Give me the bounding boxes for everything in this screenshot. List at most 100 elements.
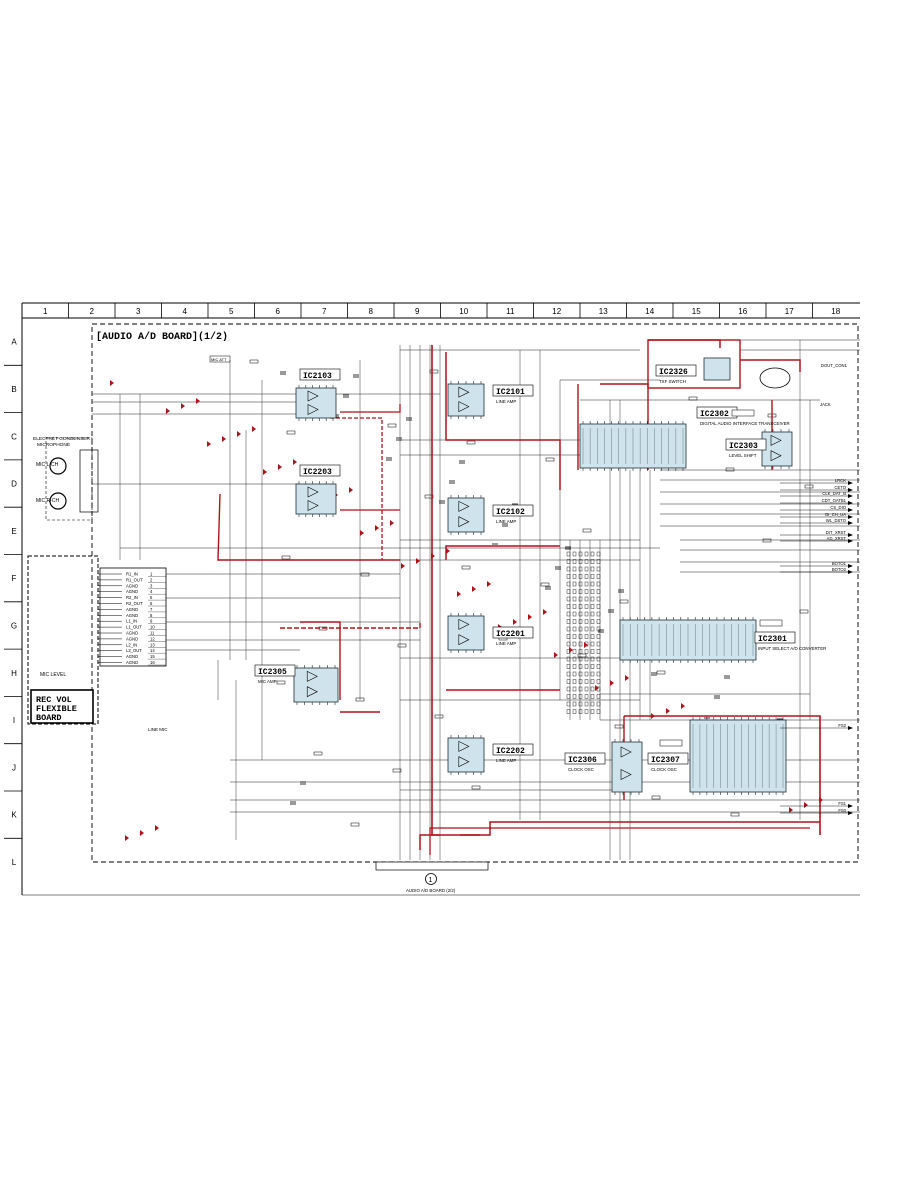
component-array-cell <box>578 611 583 617</box>
signal-arrow-icon <box>848 501 853 505</box>
component-array-cell <box>590 551 595 557</box>
ic2203-name: IC2203 <box>303 468 332 477</box>
resistor-icon <box>619 599 629 604</box>
row-letter: E <box>11 527 16 536</box>
ic2326-tag-box <box>655 364 697 377</box>
right-signal-label: CLK_DAT_B <box>822 491 846 496</box>
component-array-cell <box>566 679 571 684</box>
ic2305-tag-box <box>254 664 296 677</box>
signal-arrow-icon <box>848 488 853 492</box>
resistor-icon <box>360 572 370 577</box>
ic2301-desc: INPUT SELECT A/D CONVERTER <box>758 646 826 651</box>
ic2102-desc: LINE AMP <box>496 519 516 524</box>
wiring <box>92 339 860 860</box>
rec-vol-line1: REC VOL <box>36 695 72 705</box>
signal-arrow-icon <box>848 481 853 485</box>
bottom-ref-circle <box>425 873 437 885</box>
component-array-cell <box>596 701 601 707</box>
resistor-icon <box>387 423 397 428</box>
flex-signal-label: AGND <box>126 660 138 665</box>
signal-arrow-icon <box>140 830 144 836</box>
component-array-cell <box>584 679 589 684</box>
component-array-cell <box>584 596 589 602</box>
signal-arrow-icon <box>166 408 170 414</box>
signal-arrow-icon <box>651 713 655 719</box>
ic2305-desc: MIC AMP <box>258 679 277 684</box>
signal-path <box>431 345 440 836</box>
flex-pin-number: 13 <box>150 642 155 647</box>
signal-arrow-icon <box>375 525 379 531</box>
right-signal-label: FS0 <box>838 808 846 813</box>
ic2303-name: IC2303 <box>729 442 758 451</box>
component-array-cell <box>584 709 589 714</box>
ic2301-name: IC2301 <box>758 635 787 644</box>
signal-arrow-icon <box>569 647 573 653</box>
component-array-cell <box>572 634 577 639</box>
resistor-icon <box>313 751 323 756</box>
signal-arrow-icon <box>293 459 297 465</box>
signal-arrow-icon <box>584 642 588 648</box>
flex-pin-number: 2 <box>150 577 153 582</box>
row-letter: C <box>11 432 17 441</box>
column-number: 3 <box>136 307 141 316</box>
flex-pin-number: 8 <box>150 613 153 618</box>
column-number: 12 <box>552 307 561 316</box>
signal-arrow-icon <box>207 441 211 447</box>
ic2302-desc: DIGITAL AUDIO INTERFACE TRANSCEIVER <box>700 421 790 426</box>
flex-signal-label: AGND <box>126 654 138 659</box>
right-edge-signals: LRCKCETOCLK_DAT_BCDT_OATB1CS_DIODI_CH_UA… <box>780 478 853 815</box>
flex-signal-label: L1_OUT <box>126 625 142 630</box>
component-array-cell <box>566 604 571 609</box>
flex-signal-label: AGND <box>126 636 138 641</box>
component-array-cell <box>566 574 571 579</box>
ic2203-package <box>295 483 337 515</box>
component-array-cell <box>566 709 571 714</box>
component-array-cell <box>572 619 577 624</box>
component-array-cell <box>572 709 577 714</box>
column-number: 17 <box>785 307 794 316</box>
component-array-cell <box>572 611 577 617</box>
component-array-cell <box>566 641 571 647</box>
row-letter: F <box>12 574 17 583</box>
component-array-cell <box>566 551 571 557</box>
column-number: 11 <box>506 307 515 316</box>
signal-path <box>740 359 801 372</box>
flex-signal-label: L2_OUT <box>126 648 142 653</box>
right-signal-label: BOTO1 <box>832 561 847 566</box>
ic2307-tag-box <box>647 752 689 765</box>
signal-arrow-icon <box>610 680 614 686</box>
blank-tag-box <box>731 409 755 417</box>
ic2307-desc: CLOCK OSC <box>651 767 677 772</box>
component-array-cell <box>590 686 595 692</box>
component-array-cell <box>578 574 583 579</box>
right-signal-label: CETO <box>834 485 846 490</box>
signal-arrow-icon <box>360 530 364 536</box>
right-signal-label: CS_DIO <box>830 505 846 510</box>
component-array-cell <box>590 626 595 632</box>
component-array-cell <box>566 694 571 699</box>
component-array-cell <box>596 566 601 572</box>
mic-att-box <box>209 355 231 363</box>
signal-arrow-icon <box>848 533 853 537</box>
op-amp-icon <box>306 670 318 682</box>
flex-pin-number: 4 <box>150 589 153 594</box>
component-array-cell <box>566 671 571 677</box>
blank-tag-box <box>659 739 683 747</box>
resistor-icon <box>582 528 592 533</box>
ic2202-package <box>447 737 485 773</box>
column-number: 13 <box>599 307 608 316</box>
flex-pin-number: 10 <box>150 625 155 630</box>
ic2307-name: IC2307 <box>651 756 680 765</box>
signal-arrow-icon <box>848 494 853 498</box>
component-array-cell <box>572 566 577 572</box>
ic2306-name: IC2306 <box>568 756 597 765</box>
op-amp-icon <box>307 486 319 498</box>
component-array-cell <box>596 626 601 632</box>
flex-pin-number: 14 <box>150 648 155 653</box>
op-amp-icon <box>458 756 470 768</box>
component-array-cell <box>596 611 601 617</box>
resistor-icon <box>429 369 439 374</box>
dout-label: DOUT_CON1 <box>821 363 847 368</box>
column-number: 10 <box>459 307 468 316</box>
row-letter: B <box>11 385 16 394</box>
